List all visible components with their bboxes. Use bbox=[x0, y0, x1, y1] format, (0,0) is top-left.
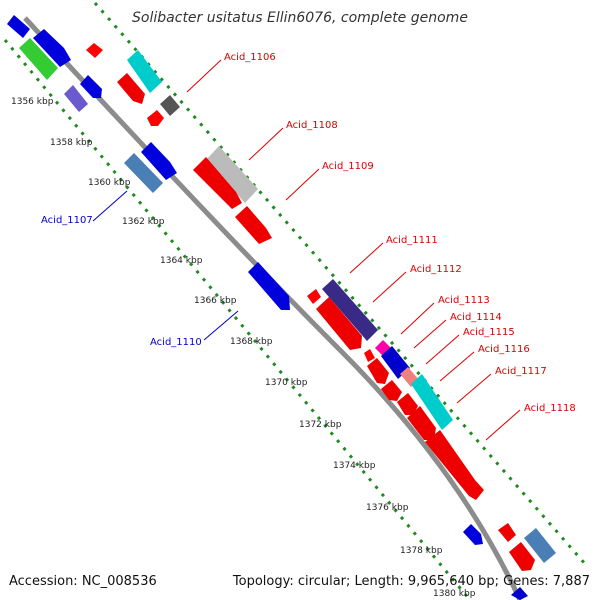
leader-line bbox=[413, 319, 447, 349]
gene-arrow[interactable] bbox=[80, 75, 102, 98]
gene-arrow[interactable] bbox=[127, 50, 162, 93]
leader-line bbox=[400, 302, 435, 335]
gene-arrow[interactable] bbox=[160, 95, 180, 116]
gene-arrow[interactable] bbox=[86, 43, 103, 58]
gene-arrow[interactable] bbox=[511, 587, 528, 600]
gene-arrow[interactable] bbox=[117, 73, 145, 104]
gene-arrow[interactable] bbox=[19, 38, 58, 80]
gene-arrow[interactable] bbox=[509, 542, 535, 571]
map-title: Solibacter usitatus Ellin6076, complete … bbox=[132, 10, 468, 26]
gene-label-acid-1117[interactable]: Acid_1117 bbox=[495, 366, 547, 377]
gene-arrow[interactable] bbox=[124, 153, 163, 193]
gene-label-acid-1106[interactable]: Acid_1106 bbox=[224, 52, 276, 63]
gene-arrow[interactable] bbox=[33, 29, 71, 67]
kbp-label: 1378 kbp bbox=[400, 546, 443, 556]
gene-arrow[interactable] bbox=[206, 146, 258, 203]
kbp-label: 1366 kbp bbox=[194, 296, 237, 306]
gene-label-acid-1112[interactable]: Acid_1112 bbox=[410, 264, 462, 275]
gene-arrow[interactable] bbox=[364, 349, 375, 362]
kbp-label: 1380 kbp bbox=[433, 589, 476, 599]
kbp-label: 1372 kbp bbox=[299, 420, 342, 430]
leader-line bbox=[203, 310, 239, 341]
leader-line bbox=[248, 127, 284, 161]
gene-label-acid-1114[interactable]: Acid_1114 bbox=[450, 312, 502, 323]
kbp-label: 1360 kbp bbox=[88, 178, 131, 188]
kbp-label: 1362 kbp bbox=[122, 217, 165, 227]
leader-line bbox=[456, 373, 492, 404]
gene-arrow[interactable] bbox=[524, 528, 556, 563]
gene-label-acid-1109[interactable]: Acid_1109 bbox=[322, 161, 374, 172]
gene-arrow[interactable] bbox=[7, 15, 30, 38]
leader-line bbox=[372, 271, 407, 303]
gene-arrow[interactable] bbox=[463, 524, 483, 545]
kbp-ruler: 1356 kbp 1358 kbp 1360 kbp 1362 kbp 1364… bbox=[11, 97, 476, 599]
gene-arrow[interactable] bbox=[407, 406, 436, 440]
gene-arrow[interactable] bbox=[316, 297, 362, 350]
gene-arrow[interactable] bbox=[235, 206, 272, 244]
gene-features[interactable] bbox=[7, 15, 556, 600]
label-leaders bbox=[92, 59, 521, 441]
gene-arrow[interactable] bbox=[498, 523, 516, 542]
kbp-label: 1368 kbp bbox=[230, 337, 273, 347]
gene-arrow[interactable] bbox=[141, 142, 177, 180]
gene-labels: Acid_1106 Acid_1108 Acid_1109 Acid_1107 … bbox=[41, 52, 576, 414]
gene-arrow[interactable] bbox=[411, 374, 453, 430]
leader-line bbox=[439, 351, 475, 382]
gene-arrow[interactable] bbox=[322, 279, 378, 341]
kbp-label: 1364 kbp bbox=[160, 256, 203, 266]
gene-label-acid-1110[interactable]: Acid_1110 bbox=[150, 337, 202, 348]
inner-dotted-guide bbox=[3, 39, 472, 600]
gene-label-acid-1116[interactable]: Acid_1116 bbox=[478, 344, 530, 355]
leader-line bbox=[186, 59, 222, 93]
genome-backbone bbox=[23, 16, 523, 600]
kbp-label: 1358 kbp bbox=[50, 138, 93, 148]
kbp-label: 1356 kbp bbox=[11, 97, 54, 107]
outer-dotted-guide bbox=[93, 2, 588, 566]
leader-line bbox=[285, 168, 320, 201]
gene-arrow[interactable] bbox=[64, 85, 88, 112]
gene-arrow[interactable] bbox=[248, 262, 290, 310]
leader-line bbox=[349, 242, 384, 274]
gene-arrow[interactable] bbox=[147, 110, 164, 126]
gene-label-acid-1108[interactable]: Acid_1108 bbox=[286, 120, 338, 131]
kbp-label: 1376 kbp bbox=[366, 503, 409, 513]
gene-arrow[interactable] bbox=[367, 358, 389, 384]
gene-label-acid-1111[interactable]: Acid_1111 bbox=[386, 235, 438, 246]
gene-arrow[interactable] bbox=[397, 393, 418, 415]
gene-arrow[interactable] bbox=[381, 380, 402, 401]
leader-line bbox=[92, 190, 128, 222]
gene-arrow[interactable] bbox=[307, 289, 321, 304]
gene-arrow[interactable] bbox=[193, 157, 242, 209]
leader-line bbox=[485, 409, 521, 441]
gene-arrow[interactable] bbox=[425, 430, 484, 500]
kbp-label: 1370 kbp bbox=[265, 378, 308, 388]
topology-text: Topology: circular; Length: 9,965,640 bp… bbox=[232, 574, 590, 589]
gene-label-acid-1113[interactable]: Acid_1113 bbox=[438, 295, 490, 306]
kbp-label: 1374 kbp bbox=[333, 461, 376, 471]
leader-line bbox=[425, 334, 460, 365]
accession-text: Accession: NC_008536 bbox=[9, 574, 157, 589]
gene-label-acid-1115[interactable]: Acid_1115 bbox=[463, 327, 515, 338]
gene-label-acid-1118[interactable]: Acid_1118 bbox=[524, 403, 576, 414]
gene-arrow[interactable] bbox=[381, 346, 410, 379]
gene-label-acid-1107[interactable]: Acid_1107 bbox=[41, 215, 93, 226]
